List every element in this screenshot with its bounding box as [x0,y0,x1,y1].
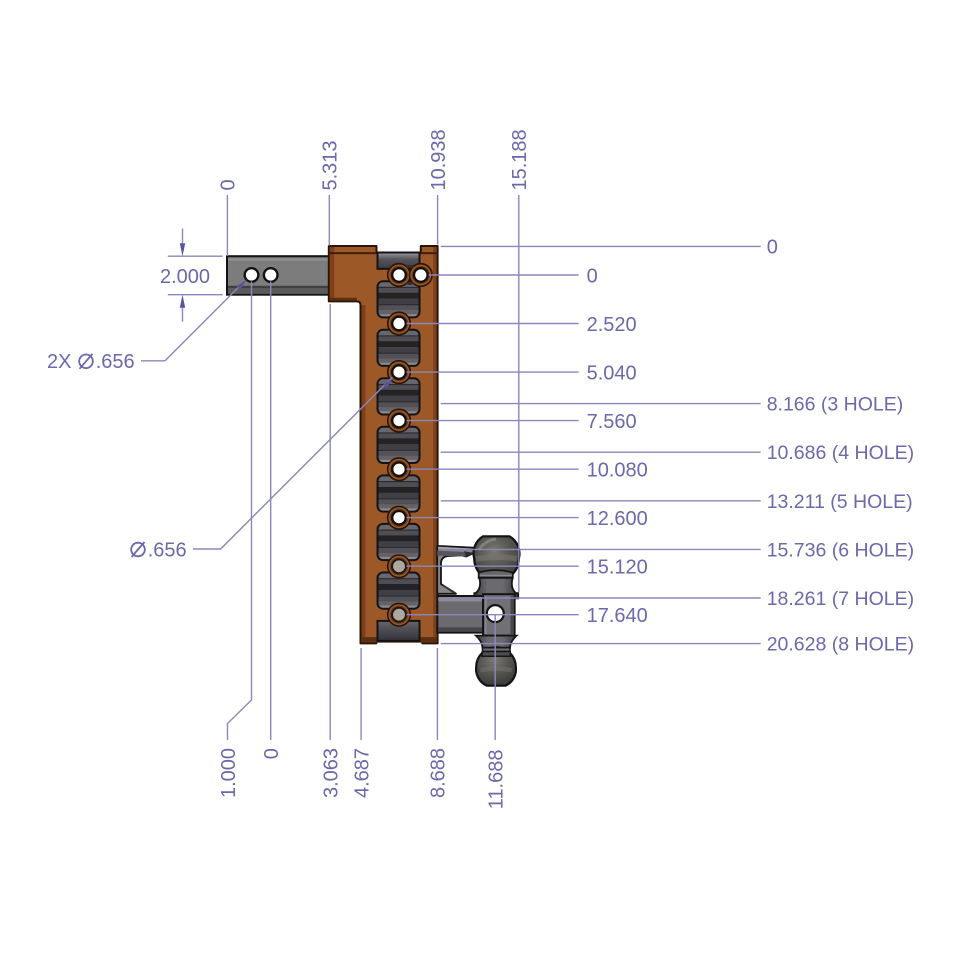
svg-text:15.188: 15.188 [509,129,531,190]
svg-text:7.560: 7.560 [587,411,637,433]
svg-text:2.000: 2.000 [160,266,210,288]
svg-text:10.686 (4 HOLE): 10.686 (4 HOLE) [767,442,914,464]
svg-text:2.520: 2.520 [587,314,637,336]
svg-text:3.063: 3.063 [321,748,343,798]
svg-text:1.000: 1.000 [218,748,240,798]
svg-text:5.313: 5.313 [320,140,342,190]
svg-text:20.628 (8 HOLE): 20.628 (8 HOLE) [767,634,914,656]
svg-text:0: 0 [767,237,778,259]
svg-text:0: 0 [587,265,598,287]
svg-text:13.211 (5 HOLE): 13.211 (5 HOLE) [767,491,913,513]
svg-text:5.040: 5.040 [587,362,637,384]
svg-text:0: 0 [218,179,240,190]
svg-text:10.938: 10.938 [428,129,450,190]
svg-text:10.080: 10.080 [587,460,648,482]
svg-text:11.688: 11.688 [486,750,508,810]
svg-text:8.688: 8.688 [428,748,450,798]
svg-text:15.736 (6 HOLE): 15.736 (6 HOLE) [767,539,914,561]
svg-text:12.600: 12.600 [587,508,648,530]
svg-text:.656: .656 [148,539,187,561]
svg-text:8.166 (3 HOLE): 8.166 (3 HOLE) [767,394,904,416]
svg-text:2X: 2X [47,351,71,373]
svg-text:15.120: 15.120 [587,557,648,579]
svg-text:18.261 (7 HOLE): 18.261 (7 HOLE) [767,588,914,610]
svg-text:0: 0 [261,748,283,759]
svg-text:17.640: 17.640 [587,605,648,627]
svg-text:.656: .656 [96,351,135,373]
svg-text:4.687: 4.687 [351,748,373,798]
